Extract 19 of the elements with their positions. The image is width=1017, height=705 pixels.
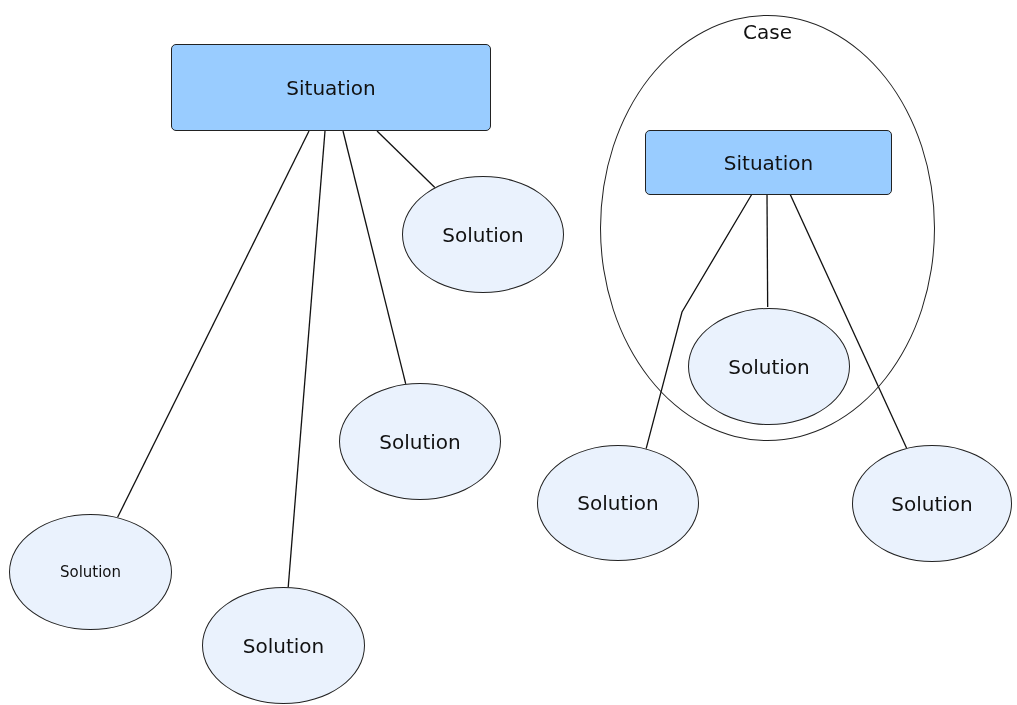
situation-box [171,44,491,131]
node-label: Solution [379,429,461,454]
node-label: Solution [59,563,122,581]
connector-line [376,130,436,189]
node-label: Solution [242,633,325,658]
node-label: Solution [442,222,524,247]
situation-box [645,130,892,195]
node-label: Case [743,20,792,44]
node-label: Situation [286,75,376,100]
connector-line [766,193,769,308]
connector-line [789,193,908,449]
node-label: Situation [723,150,814,175]
connector-line [645,193,753,450]
connector-line [287,130,326,588]
node-label: Solution [891,491,973,516]
node-label: Solution [728,354,810,379]
connector-line [116,130,310,518]
node-label: Solution [577,491,659,515]
connector-line [342,130,407,385]
